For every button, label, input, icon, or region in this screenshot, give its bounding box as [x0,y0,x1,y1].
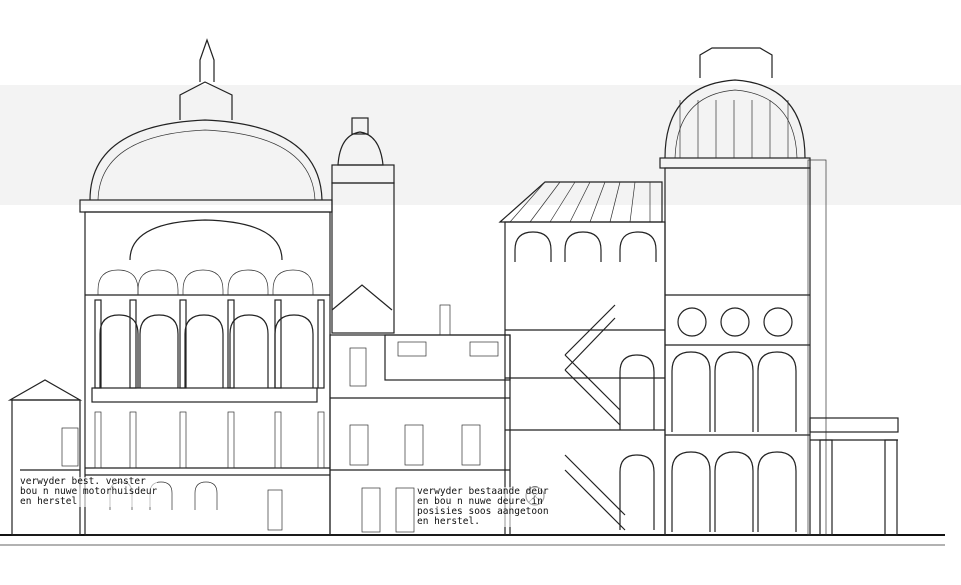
window [349,424,369,466]
arch [757,451,797,532]
column [129,299,137,389]
central-hall [498,181,666,536]
arch [619,354,655,430]
arch [714,451,754,532]
arch [714,351,754,432]
arch [182,269,224,295]
arch [227,269,269,295]
arch [229,314,269,388]
arch [619,231,657,262]
arch [137,269,179,295]
arch [757,351,797,432]
arch [97,269,139,295]
column [179,411,187,469]
glazing-bar [569,181,591,223]
oculus [763,307,793,337]
right-tower [659,47,827,536]
arch [671,451,711,532]
oculus [720,307,750,337]
arch [184,314,224,388]
oculus [677,307,707,337]
column [317,411,325,469]
glazing-bar [529,181,561,223]
center-annotation: verwyder bestaande deur en bou n nuwe de… [417,487,549,527]
column [227,411,235,469]
right-terrace [809,417,899,536]
window [461,424,481,466]
column [94,411,102,469]
turret [331,117,395,387]
annotation-line: en bou n nuwe deure in [417,496,543,507]
arch [272,269,314,295]
column [274,299,282,389]
arch [139,314,179,388]
annotation-line: en herstel [20,496,78,507]
glazing-bar [629,181,636,223]
glazing-bar [509,181,546,223]
annotation-line: en herstel. [417,516,480,527]
column [179,299,187,389]
haze-band [0,85,961,205]
glazing-bar [549,181,576,223]
column [94,299,102,389]
column [129,411,137,469]
glazing-bar [609,181,621,223]
arch [671,351,711,432]
arch [564,231,602,262]
window [404,424,424,466]
column [227,299,235,389]
middle-block [329,304,511,536]
ground-line [0,534,945,546]
left-wing [7,379,83,536]
arch [99,314,139,388]
annotation-line: verwyder bestaande deur [417,486,549,497]
annotation-line: bou n nuwe motorhuisdeur [20,486,158,497]
annotation-line: verwyder best. venster [20,476,146,487]
glazing-bar [589,181,606,223]
arch [514,231,552,262]
annotation-line: posisies soos aangetoon [417,506,549,517]
column [274,411,282,469]
column [317,299,325,389]
left-annotation: verwyder best. venster bou n nuwe motorh… [20,476,158,507]
arch [194,481,218,510]
arch [619,454,655,530]
arch [274,314,314,388]
